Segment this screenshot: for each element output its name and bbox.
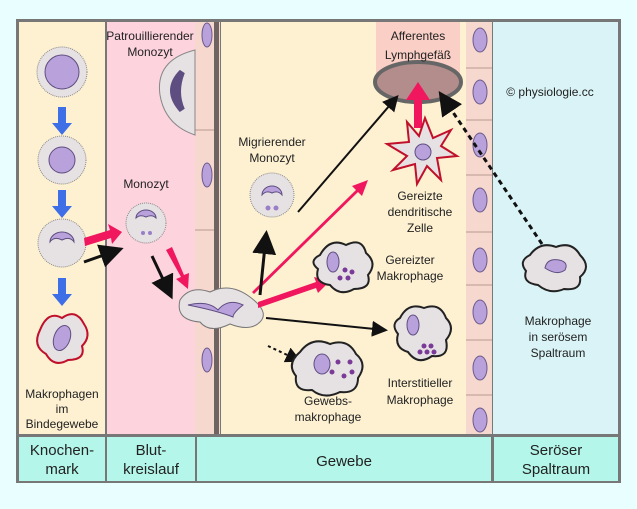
migrating-label-2: Monozyt [249, 151, 295, 165]
interstitial-label-2: Makrophage [387, 393, 454, 407]
connective-label-3: Bindegewebe [26, 417, 99, 431]
patrolling-label-2: Monozyt [127, 45, 173, 59]
serous-label-1: Makrophage [525, 314, 592, 328]
band-label: Spaltraum [522, 461, 590, 478]
migrating-monocyte [249, 172, 295, 218]
band-label: mark [45, 461, 79, 478]
tissue-macrophage-label-1: Gewebs- [304, 394, 352, 408]
band-blood [107, 437, 195, 481]
migrating-label-1: Migrierender [238, 135, 305, 149]
dendritic-label-2: dendritische [388, 205, 453, 219]
band-label: kreislauf [123, 461, 180, 478]
band-label: Blut- [136, 442, 167, 459]
tissue-macrophage-label-2: makrophage [295, 410, 362, 424]
monocyte-label: Monozyt [123, 177, 169, 191]
lymph-label-1: Afferentes [391, 29, 445, 43]
copyright: © physiologie.cc [506, 85, 594, 99]
serous-label-3: Spaltraum [531, 346, 586, 360]
connective-label-2: im [56, 402, 69, 416]
band-label: Seröser [530, 442, 583, 459]
serous-area [493, 22, 618, 434]
band-bone-marrow [19, 437, 105, 481]
band-serous [494, 437, 618, 481]
serous-label-2: in serösem [529, 330, 588, 344]
monocyte [125, 202, 167, 244]
dendritic-label-3: Zelle [407, 221, 433, 235]
band-tissue [197, 437, 491, 481]
activated-label-2: Makrophage [377, 269, 444, 283]
interstitial-label-1: Interstitieller [388, 376, 453, 390]
dendritic-label-1: Gereizte [397, 189, 443, 203]
band-label: Knochen- [30, 442, 94, 459]
patrolling-label-1: Patrouillierender [106, 29, 193, 43]
activated-label-1: Gereizter [385, 253, 434, 267]
connective-label-1: Makrophagen [25, 387, 98, 401]
band-label: Gewebe [316, 453, 372, 470]
lymph-label-2: Lymphgefäß [385, 48, 451, 62]
